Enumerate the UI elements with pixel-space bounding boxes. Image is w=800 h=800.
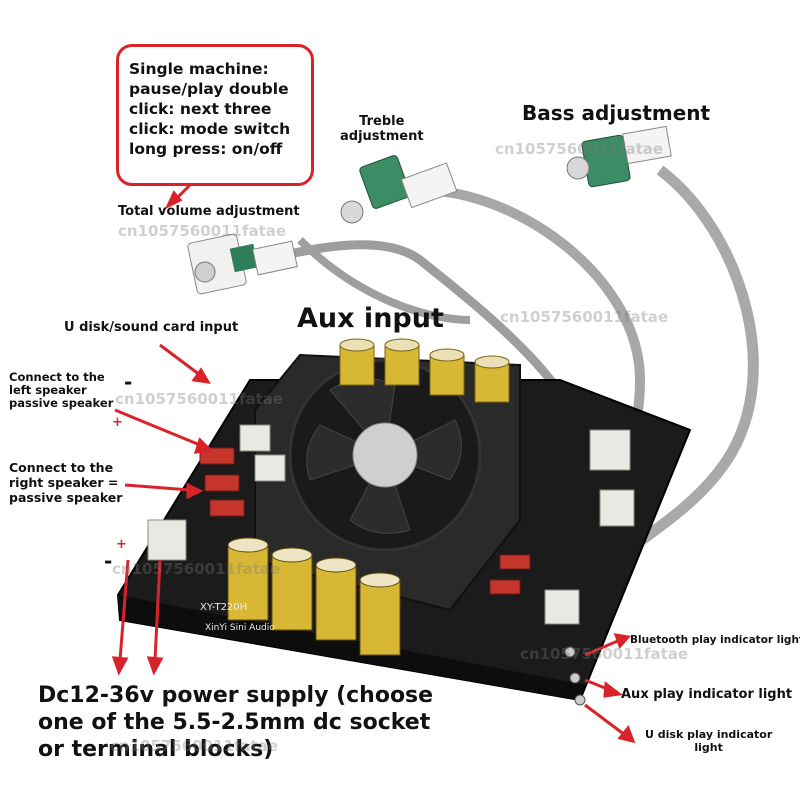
caption-line: Dc12-36v power supply (choose: [38, 683, 434, 708]
callout-line: long press: on/off: [129, 140, 283, 158]
board-model: XY-T220H: [200, 602, 247, 613]
u-disk-input-label: U disk/sound card input: [64, 320, 239, 335]
bass-label: Bass adjustment: [522, 101, 711, 125]
aux-input-label: Aux input: [297, 303, 444, 334]
connectors: [147, 424, 635, 625]
watermark: cn1057560011fatae: [118, 222, 287, 240]
watermark: cn1057560011fatae: [520, 645, 689, 663]
fan-hub: [352, 422, 418, 488]
left-minus-mark: -: [124, 370, 133, 394]
aux-light-label: Aux play indicator light: [621, 687, 793, 702]
button-function-callout: Single machine: pause/play double click:…: [116, 44, 314, 186]
callout-line: pause/play double: [129, 80, 289, 98]
caption-line: one of the 5.5-2.5mm dc socket: [38, 710, 431, 735]
power-plus-mark: +: [116, 537, 127, 552]
callout-line: click: mode switch: [129, 120, 291, 138]
u-disk-light-label: U disk play indicator light: [645, 728, 772, 754]
watermark: cn1057560011fatae: [500, 308, 669, 326]
left-speaker-line: passive speaker: [9, 396, 114, 410]
bulk-capacitors: [227, 537, 401, 656]
power-supply-caption: Dc12-36v power supply (choose one of the…: [38, 682, 433, 763]
treble-label-line: adjustment: [340, 129, 424, 144]
bass-cable: [596, 165, 759, 575]
caption-line: or terminal blocks): [38, 737, 274, 762]
right-speaker-line: right speaker =: [9, 475, 119, 490]
bluetooth-light-label: Bluetooth play indicator light: [630, 634, 800, 646]
left-speaker-label: Connect to the left speaker passive spea…: [9, 371, 113, 410]
left-plus-mark: +: [112, 415, 123, 430]
indicator-leds: [564, 646, 586, 706]
callout-line: click: next three: [129, 100, 272, 118]
callout-text: Single machine: pause/play double click:…: [129, 59, 290, 159]
u-disk-light-line: light: [694, 741, 723, 754]
right-speaker-label: Connect to the right speaker = passive s…: [9, 460, 122, 505]
u-disk-light-line: U disk play indicator: [645, 728, 773, 741]
watermark: cn1057560011fatae: [112, 560, 281, 578]
treble-knob-module: [340, 155, 458, 224]
power-minus-mark: -: [104, 549, 113, 573]
board-brand: XinYi Sini Audio: [205, 623, 275, 633]
watermark: cn1057560011fatae: [115, 390, 284, 408]
treble-lead: [297, 237, 471, 324]
callout-line: Single machine:: [129, 60, 269, 78]
left-speaker-line: left speaker: [9, 383, 87, 397]
total-volume-label: Total volume adjustment: [118, 204, 300, 219]
film-capacitors: [199, 447, 531, 595]
bass-knob-module: [566, 125, 672, 188]
left-speaker-line: Connect to the: [9, 370, 105, 384]
right-speaker-line: Connect to the: [9, 460, 114, 475]
top-capacitors: [339, 338, 510, 403]
treble-label-line: Treble: [359, 114, 405, 129]
treble-label: Treble adjustment: [340, 114, 424, 144]
volume-knob-module: [187, 233, 298, 295]
watermark: cn1057560011fatae: [110, 737, 279, 755]
volume-cable: [223, 240, 585, 432]
right-speaker-line: passive speaker: [9, 490, 123, 505]
watermark: cn1057560011fatae: [495, 140, 664, 158]
